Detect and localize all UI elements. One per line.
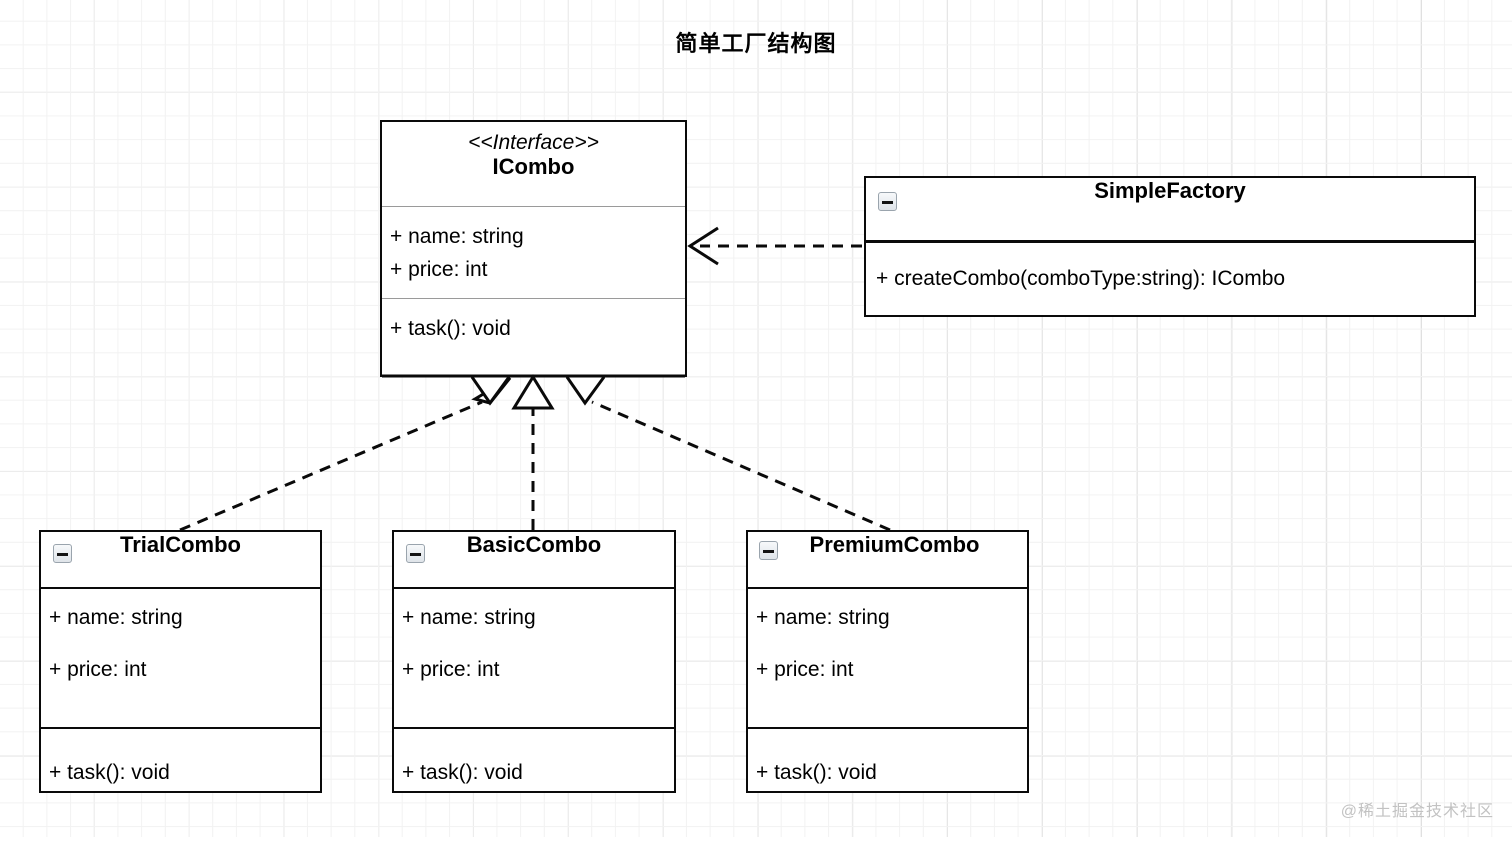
attribute-row: + price: int xyxy=(756,658,854,682)
class-attributes-trialcombo: + name: string + price: int xyxy=(41,587,320,727)
class-stereotype-icombo: <<Interface>> xyxy=(468,131,599,154)
class-operations-simplefactory: + createCombo(comboType:string): ICombo xyxy=(866,240,1474,315)
attribute-row: + name: string xyxy=(402,606,536,629)
class-header-trialcombo: TrialCombo xyxy=(41,532,320,587)
class-name-premiumcombo: PremiumCombo xyxy=(809,532,980,557)
class-name-simplefactory: SimpleFactory xyxy=(1094,178,1246,203)
attribute-row: + price: int xyxy=(402,658,500,682)
class-box-trialcombo[interactable]: TrialCombo + name: string + price: int +… xyxy=(39,530,322,793)
class-attributes-basiccombo: + name: string + price: int xyxy=(394,587,674,727)
minus-icon[interactable] xyxy=(53,544,72,563)
class-box-premiumcombo[interactable]: PremiumCombo + name: string + price: int… xyxy=(746,530,1029,793)
class-attributes-premiumcombo: + name: string + price: int xyxy=(748,587,1027,727)
attribute-row: + price: int xyxy=(49,658,147,682)
class-name-icombo: ICombo xyxy=(492,154,575,180)
class-box-simplefactory[interactable]: SimpleFactory + createCombo(comboType:st… xyxy=(864,176,1476,317)
class-box-basiccombo[interactable]: BasicCombo + name: string + price: int +… xyxy=(392,530,676,793)
class-header-premiumcombo: PremiumCombo xyxy=(748,532,1027,587)
operation-row: + createCombo(comboType:string): ICombo xyxy=(876,267,1286,290)
attribute-row: + name: string xyxy=(49,606,183,629)
class-name-trialcombo: TrialCombo xyxy=(119,532,241,557)
operation-row: + task(): void xyxy=(49,761,170,784)
operation-row: + task(): void xyxy=(756,761,877,784)
class-header-icombo: <<Interface>> ICombo xyxy=(382,122,685,206)
class-operations-premiumcombo: + task(): void xyxy=(748,727,1027,841)
class-operations-trialcombo: + task(): void xyxy=(41,727,320,841)
attribute-row: + price: int xyxy=(390,257,488,281)
class-operations-basiccombo: + task(): void xyxy=(394,727,674,841)
operation-row: + task(): void xyxy=(402,761,523,784)
operation-row: + task(): void xyxy=(390,317,511,340)
minus-icon[interactable] xyxy=(759,541,778,560)
attribute-row: + name: string xyxy=(756,606,890,629)
attribute-row: + name: string xyxy=(390,225,524,248)
minus-icon[interactable] xyxy=(878,192,897,211)
class-name-basiccombo: BasicCombo xyxy=(466,532,602,557)
class-header-basiccombo: BasicCombo xyxy=(394,532,674,587)
class-attributes-icombo: + name: string + price: int xyxy=(382,206,685,298)
diagram-title: 简单工厂结构图 xyxy=(675,31,837,56)
watermark: @稀土掘金技术社区 xyxy=(1340,803,1494,820)
class-operations-icombo: + task(): void xyxy=(382,298,685,377)
minus-icon[interactable] xyxy=(406,544,425,563)
class-box-icombo[interactable]: <<Interface>> ICombo + name: string + pr… xyxy=(380,120,687,377)
class-header-simplefactory: SimpleFactory xyxy=(866,178,1474,240)
